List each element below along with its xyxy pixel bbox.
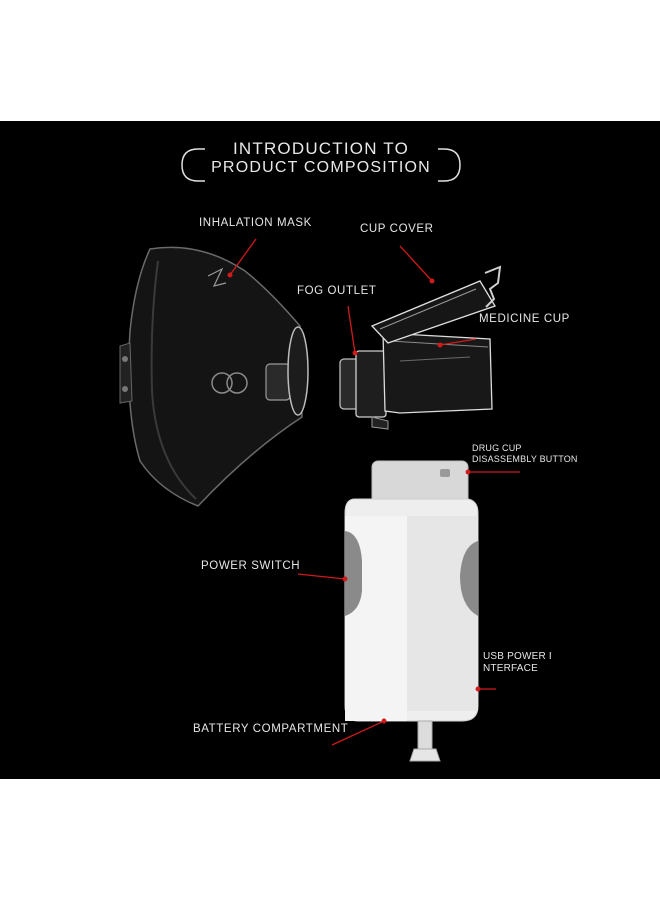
label-usb-line-2: NTERFACE xyxy=(483,663,538,674)
medicine-cup-assembly xyxy=(339,265,502,430)
label-drug-cup-button-line-1: DRUG CUP xyxy=(472,443,522,453)
illustration xyxy=(119,148,520,762)
title-frame xyxy=(181,148,461,182)
label-inhalation-mask: INHALATION MASK xyxy=(199,217,312,229)
inhalation-mask xyxy=(119,246,309,507)
label-medicine-cup: MEDICINE CUP xyxy=(479,313,570,325)
leader-lines xyxy=(227,238,520,746)
product-composition-panel: INTRODUCTION TO PRODUCT COMPOSITION INHA… xyxy=(0,121,660,779)
label-drug-cup-button-line-2: DISASSEMBLY BUTTON xyxy=(472,454,578,464)
title-line-2: PRODUCT COMPOSITION xyxy=(211,159,431,176)
title-line-1: INTRODUCTION TO xyxy=(232,139,410,158)
label-fog-outlet: FOG OUTLET xyxy=(297,285,377,297)
page-title: INTRODUCTION TO PRODUCT COMPOSITION xyxy=(182,139,460,183)
label-cup-cover: CUP COVER xyxy=(360,223,434,235)
label-power-switch: POWER SWITCH xyxy=(201,560,301,572)
label-usb-line-1: USB POWER I xyxy=(483,651,552,662)
device-body xyxy=(344,460,479,762)
label-battery-compartment: BATTERY COMPARTMENT xyxy=(193,723,349,735)
